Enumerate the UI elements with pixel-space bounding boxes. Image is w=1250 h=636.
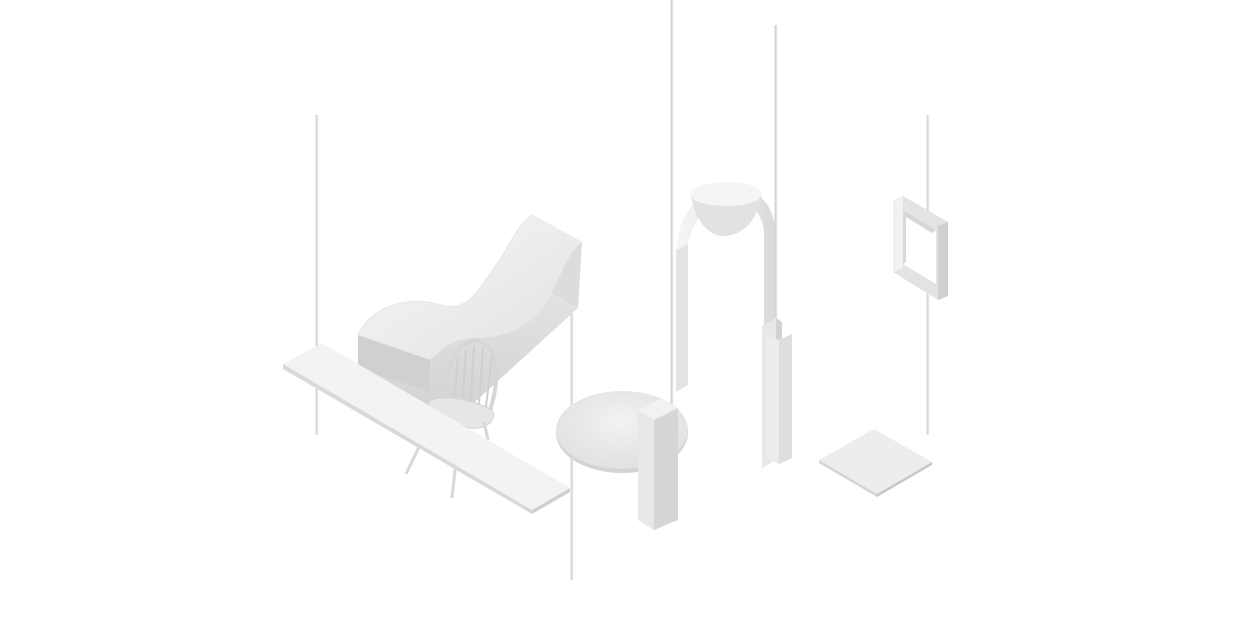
square-frame	[893, 196, 948, 300]
arch-lamp	[676, 182, 792, 468]
upright-block	[638, 398, 678, 530]
wave-sofa	[357, 214, 582, 420]
tilted-shelf	[283, 343, 570, 514]
floor-tile	[819, 429, 932, 497]
suspension-rods	[315, 0, 930, 580]
